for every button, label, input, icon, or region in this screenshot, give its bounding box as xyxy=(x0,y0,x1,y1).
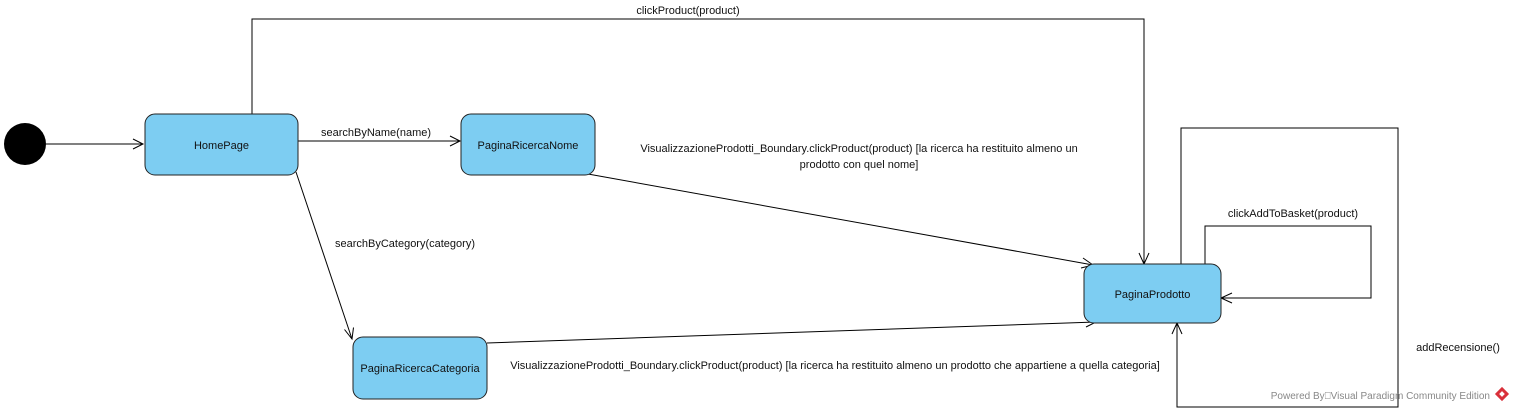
transition-ricercacategoria-prodotto xyxy=(486,321,1097,344)
label-from-nome-line1: VisualizzazioneProdotti_Boundary.clickPr… xyxy=(640,143,1077,155)
transition-homepage-ricercacategoria xyxy=(295,171,353,340)
transition-homepage-prodotto xyxy=(251,18,1145,264)
arrowhead xyxy=(449,135,462,147)
state-label: PaginaRicercaNome xyxy=(478,140,579,152)
label-click-product: clickProduct(product) xyxy=(636,5,739,17)
arrowhead xyxy=(344,327,354,341)
state-prodotto[interactable]: PaginaProdotto xyxy=(1083,263,1222,324)
label-search-by-name: searchByName(name) xyxy=(321,127,431,139)
initial-state[interactable] xyxy=(4,123,46,165)
transition-self-addrecensione xyxy=(1176,127,1399,408)
state-label: PaginaProdotto xyxy=(1115,289,1191,301)
footer-powered-by: Powered By⎕Visual Paradigm Community Edi… xyxy=(1271,391,1490,402)
state-homepage[interactable]: HomePage xyxy=(144,113,299,176)
label-search-by-category: searchByCategory(category) xyxy=(335,238,475,250)
label-from-nome-line2: prodotto con quel nome] xyxy=(800,159,919,171)
arrowhead xyxy=(132,138,145,150)
transition-self-addtobasket xyxy=(1204,225,1372,299)
state-label: HomePage xyxy=(194,140,249,152)
edges xyxy=(46,18,1399,408)
state-label: PaginaRicercaCategoria xyxy=(360,363,480,375)
state-ricerca-nome[interactable]: PaginaRicercaNome xyxy=(460,113,596,176)
state-ricerca-categoria[interactable]: PaginaRicercaCategoria xyxy=(352,336,488,400)
label-add-recensione: addRecensione() xyxy=(1416,342,1500,354)
transition-ricercanome-prodotto xyxy=(587,173,1094,266)
visual-paradigm-logo-icon xyxy=(1494,386,1510,402)
label-from-categoria: VisualizzazioneProdotti_Boundary.clickPr… xyxy=(510,360,1160,372)
label-add-to-basket: clickAddToBasket(product) xyxy=(1228,208,1358,220)
